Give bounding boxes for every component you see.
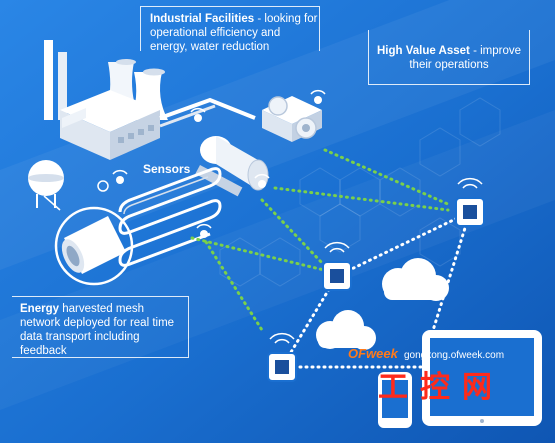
factory-illustration: [28, 40, 256, 208]
mesh-node: [267, 332, 297, 382]
energy-callout-frame: [12, 296, 189, 358]
mesh-links: [280, 210, 472, 369]
sensor-links: [190, 148, 452, 332]
energy-callout: Energy harvested mesh network deployed f…: [20, 302, 186, 358]
watermark-brand-logo: OFweek: [348, 346, 398, 361]
energy-callout-text: harvested mesh network deployed for real…: [20, 303, 175, 357]
facilities-callout-frame: [140, 6, 320, 51]
equipment-sensors: [97, 89, 326, 238]
facilities-callout-text: - looking for operational efficiency and…: [150, 13, 318, 53]
asset-callout-title: High Value Asset: [376, 45, 470, 57]
sensors-label: Sensors: [143, 162, 191, 176]
pipe-closeup-illustration: [43, 195, 134, 286]
pump-asset-illustration: [262, 96, 322, 142]
phone-icon: [378, 372, 412, 428]
tablet-icon: [422, 330, 542, 426]
watermark-cn-text: 工控网: [378, 370, 504, 405]
mesh-node: [455, 177, 485, 227]
watermark-url: gongkong.ofweek.com: [404, 350, 505, 361]
cloud-icon: [316, 310, 376, 350]
facilities-callout: Industrial Facilities - looking for oper…: [150, 12, 320, 54]
asset-callout-frame: [368, 30, 530, 85]
asset-callout: High Value Asset - improve their operati…: [374, 44, 524, 72]
energy-callout-title: Energy: [20, 303, 59, 315]
cloud-icon: [382, 258, 449, 301]
facilities-callout-title: Industrial Facilities: [150, 13, 255, 25]
mesh-node: [322, 241, 352, 291]
asset-callout-text: - improve their operations: [409, 45, 521, 71]
